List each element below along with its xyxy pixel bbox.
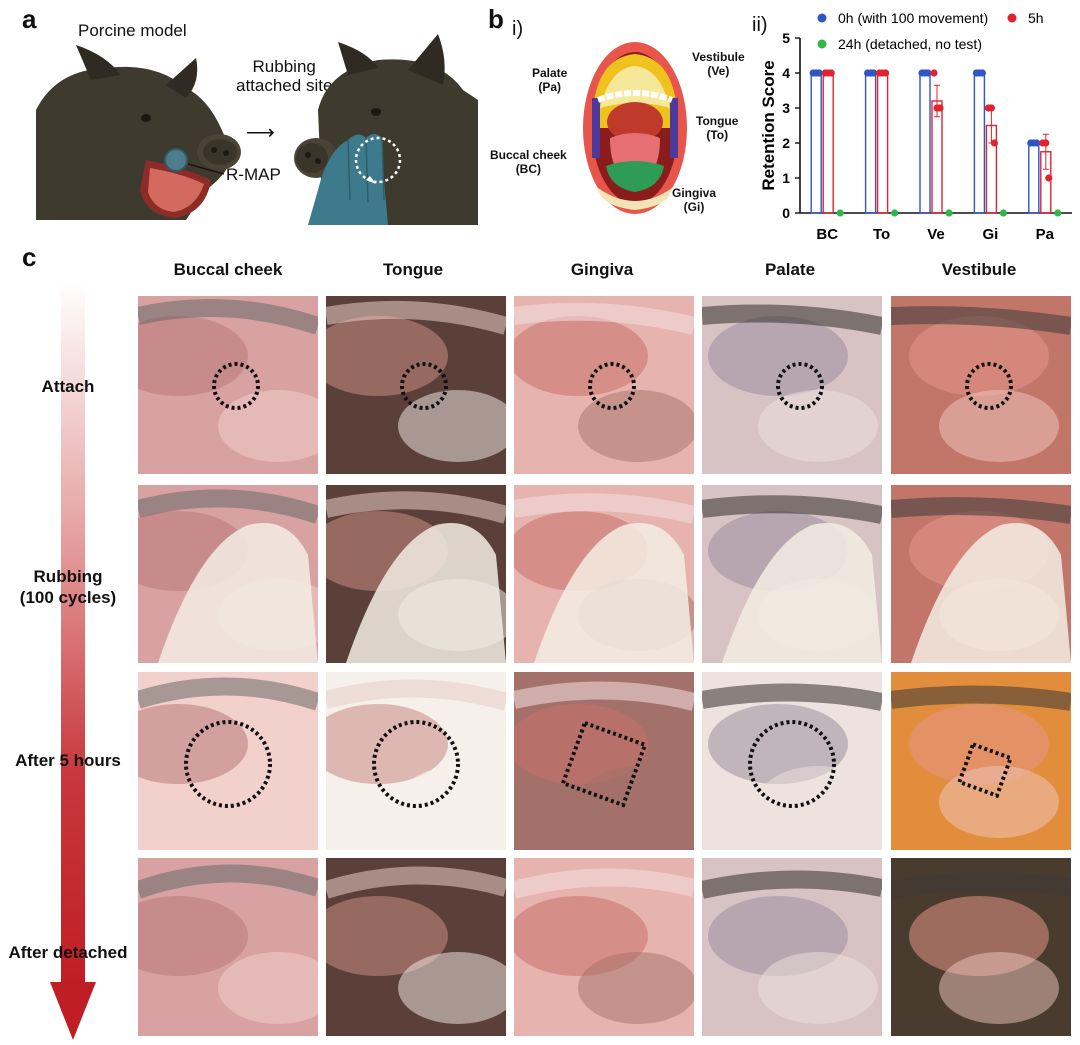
photo-palate-after-5h [702, 672, 882, 850]
data-point [1042, 139, 1050, 147]
x-tick-label: BC [816, 226, 838, 242]
column-header-buccal: Buccal cheek [173, 260, 283, 279]
legend-label: 5h [1028, 10, 1044, 26]
column-header-palate: Palate [764, 260, 816, 279]
column-header-tongue: Tongue [382, 260, 444, 279]
photo-vestibule-rubbing [891, 485, 1071, 663]
bar [1028, 142, 1040, 214]
row-label-attach: Attach [41, 377, 95, 396]
bar [919, 72, 931, 214]
panel-letter-b: b [488, 4, 504, 34]
data-point [815, 69, 823, 77]
photo-palate-rubbing [702, 485, 882, 663]
data-point [945, 209, 953, 217]
data-point [936, 104, 944, 112]
data-point [1033, 139, 1041, 147]
y-tick-label: 1 [782, 170, 790, 186]
data-point [1045, 174, 1053, 182]
photo-palate-after-detached [702, 858, 882, 1036]
mouth-diagram [583, 42, 687, 214]
bar [822, 72, 834, 214]
mouth-label-buccal: Buccal cheek (BC) [490, 148, 567, 177]
arrow-icon: ⟶ [246, 122, 275, 144]
data-point [1054, 209, 1062, 217]
mouth-label-palate: Palate (Pa) [532, 66, 568, 95]
data-point [990, 139, 998, 147]
legend-label: 0h (with 100 movement) [838, 10, 988, 26]
y-tick-label: 3 [782, 100, 790, 116]
mouth-label-vestibule: Vestibule (Ve) [692, 50, 745, 79]
photo-buccal-attach [138, 296, 318, 474]
row-label-after-5h: After 5 hours [15, 751, 121, 770]
column-header-gingiva: Gingiva [570, 260, 634, 279]
column-header-vestibule: Vestibule [941, 260, 1017, 279]
data-point [891, 209, 899, 217]
photo-gingiva-after-5h [514, 672, 694, 850]
rmap-label: R-MAP [226, 165, 281, 184]
sub-label-ii: ii) [752, 14, 768, 36]
photo-gingiva-rubbing [514, 485, 694, 663]
data-point [978, 69, 986, 77]
panel-letter-c: c [22, 242, 37, 272]
x-tick-label: Pa [1036, 226, 1055, 242]
pig-illustration-left [36, 45, 241, 220]
mouth-label-tongue: Tongue (To) [696, 114, 739, 143]
y-tick-label: 2 [782, 135, 790, 151]
photo-tongue-after-5h [326, 672, 506, 850]
data-point [827, 69, 835, 77]
data-point [930, 69, 938, 77]
x-tick-label: To [873, 226, 890, 242]
photo-vestibule-after-5h [891, 672, 1071, 850]
y-tick-label: 0 [782, 205, 790, 221]
photo-buccal-after-5h [138, 672, 318, 850]
legend-marker [817, 39, 827, 49]
photo-buccal-rubbing [138, 485, 318, 663]
photo-buccal-after-detached [138, 858, 318, 1036]
sub-label-i: i) [512, 18, 524, 40]
photo-vestibule-attach [891, 296, 1071, 474]
rubbing-label: Rubbing attached site [236, 57, 333, 95]
row-label-rubbing: Rubbing (100 cycles) [19, 567, 117, 608]
data-point [999, 209, 1007, 217]
photo-tongue-rubbing [326, 485, 506, 663]
photo-gingiva-after-detached [514, 858, 694, 1036]
x-tick-label: Gi [982, 226, 998, 242]
photo-tongue-attach [326, 296, 506, 474]
timeline-arrow [50, 282, 96, 1040]
legend-marker [1007, 13, 1017, 23]
pig-illustration-right [294, 34, 478, 225]
porcine-model-title: Porcine model [78, 21, 187, 40]
bar [864, 72, 877, 214]
photo-tongue-after-detached [326, 858, 506, 1036]
bar [973, 72, 986, 214]
y-tick-label: 4 [782, 65, 790, 81]
y-tick-label: 5 [782, 30, 790, 46]
bar [876, 72, 889, 214]
legend-marker [817, 13, 827, 23]
data-point [836, 209, 844, 217]
legend-label: 24h (detached, no test) [838, 36, 982, 52]
bar [810, 72, 822, 214]
x-tick-label: Ve [927, 226, 945, 242]
data-point [870, 69, 878, 77]
panel-letter-a: a [22, 4, 37, 34]
row-label-after-detached: After detached [8, 943, 128, 962]
mouth-label-gingiva: Gingiva (Gi) [672, 186, 717, 215]
photo-vestibule-after-detached [891, 858, 1071, 1036]
photo-palate-attach [702, 296, 882, 474]
y-axis-label: Retention Score [760, 60, 778, 190]
data-point [924, 69, 932, 77]
data-point [882, 69, 890, 77]
bar [931, 100, 943, 214]
photo-gingiva-attach [514, 296, 694, 474]
data-point [987, 104, 995, 112]
